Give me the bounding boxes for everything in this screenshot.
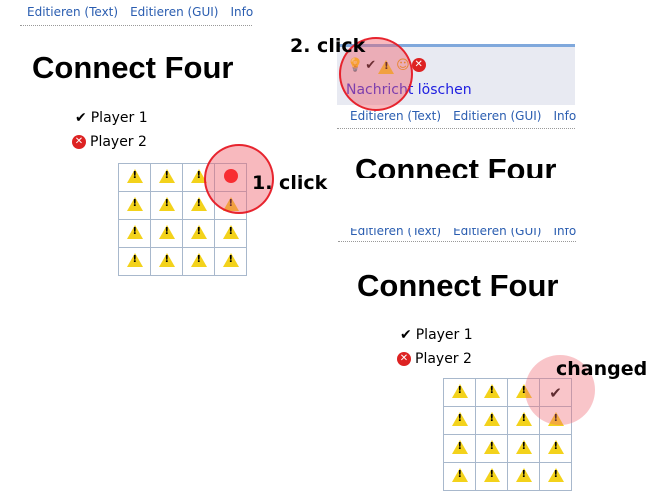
warning-icon <box>483 411 500 426</box>
board-cell[interactable] <box>182 219 215 248</box>
page-title: Connect Four <box>357 268 559 303</box>
title-partial: Connect Four <box>355 152 557 178</box>
warning-icon <box>451 383 468 398</box>
board-row <box>443 434 572 463</box>
page-title: Connect Four <box>32 50 234 85</box>
edit-gui-link[interactable]: Editieren (GUI) <box>130 5 219 19</box>
warning-icon <box>126 224 143 239</box>
check-icon: ✔ <box>549 383 562 402</box>
warning-icon <box>190 224 207 239</box>
board-cell[interactable] <box>214 247 247 276</box>
player-1: ✔Player 1 <box>400 327 473 343</box>
board-cell[interactable] <box>539 462 572 491</box>
warning-icon <box>483 467 500 482</box>
game-board-after: ✔ <box>443 378 572 491</box>
player-label: Player 2 <box>415 351 472 367</box>
board-cell[interactable] <box>443 406 476 435</box>
cross-icon[interactable]: ✕ <box>411 58 426 72</box>
board-cell[interactable] <box>150 247 183 276</box>
click-1-label: 1. click <box>252 172 328 194</box>
player-1: ✔Player 1 <box>75 110 148 126</box>
board-cell[interactable] <box>443 434 476 463</box>
page-links: Editieren (Text) Editieren (GUI) Info <box>27 5 265 19</box>
board-cell[interactable] <box>443 462 476 491</box>
player-label: Player 2 <box>90 134 147 150</box>
warning-icon <box>483 383 500 398</box>
player-label: Player 1 <box>90 110 148 126</box>
warning-icon <box>547 467 564 482</box>
board-cell[interactable] <box>475 434 508 463</box>
board-cell[interactable] <box>443 378 476 407</box>
warning-icon <box>515 383 532 398</box>
board-row <box>118 247 247 276</box>
board-cell[interactable] <box>118 219 151 248</box>
warning-icon <box>190 252 207 267</box>
board-cell[interactable] <box>507 378 540 407</box>
click-indicator <box>204 144 274 214</box>
warning-icon <box>158 168 175 183</box>
edit-gui-link[interactable]: Editieren (GUI) <box>453 109 542 123</box>
warning-icon <box>515 439 532 454</box>
warning-icon <box>222 252 239 267</box>
divider <box>338 241 576 242</box>
warning-icon <box>515 467 532 482</box>
board-cell[interactable] <box>150 163 183 192</box>
warning-icon <box>158 224 175 239</box>
click-2-label: 2. click <box>290 35 366 57</box>
divider <box>20 25 252 26</box>
warning-icon <box>190 168 207 183</box>
cross-icon: ✕ <box>397 352 411 366</box>
board-cell[interactable] <box>118 247 151 276</box>
warning-icon <box>190 196 207 211</box>
edit-text-link[interactable]: Editieren (Text) <box>350 228 442 238</box>
board-cell[interactable] <box>475 378 508 407</box>
warning-icon <box>547 439 564 454</box>
warning-icon <box>515 411 532 426</box>
warning-icon <box>451 467 468 482</box>
board-cell[interactable] <box>475 406 508 435</box>
board-cell[interactable] <box>507 462 540 491</box>
board-cell[interactable] <box>539 434 572 463</box>
page-title: Connect Four <box>355 152 557 178</box>
check-icon: ✔ <box>400 327 412 343</box>
warning-icon <box>547 411 564 426</box>
board-cell[interactable] <box>182 247 215 276</box>
board-row <box>118 219 247 248</box>
board-cell[interactable] <box>118 163 151 192</box>
info-link[interactable]: Info <box>553 109 577 123</box>
warning-icon <box>483 439 500 454</box>
player-2: ✕ Player 2 <box>72 134 147 150</box>
board-cell[interactable] <box>150 191 183 220</box>
edit-gui-link[interactable]: Editieren (GUI) <box>453 228 542 238</box>
warning-icon <box>451 411 468 426</box>
info-link[interactable]: Info <box>230 5 254 19</box>
warning-icon <box>222 224 239 239</box>
board-row <box>443 462 572 491</box>
board-cell[interactable]: ✔ <box>539 378 572 407</box>
change-indicator <box>525 355 595 425</box>
check-icon: ✔ <box>75 110 87 126</box>
warning-icon <box>158 196 175 211</box>
board-cell[interactable] <box>150 219 183 248</box>
warning-icon <box>126 196 143 211</box>
edit-text-link[interactable]: Editieren (Text) <box>27 5 119 19</box>
info-link[interactable]: Info <box>553 228 577 238</box>
click-indicator <box>339 37 413 111</box>
page-links: Editieren (Text) Editieren (GUI) Info <box>350 109 588 123</box>
board-cell[interactable] <box>118 191 151 220</box>
board-cell[interactable] <box>475 462 508 491</box>
warning-icon <box>451 439 468 454</box>
page-links-partial: Editieren (Text) Editieren (GUI) Info <box>350 228 588 240</box>
changed-label: changed <box>556 358 648 380</box>
warning-icon <box>158 252 175 267</box>
warning-icon <box>126 252 143 267</box>
edit-text-link[interactable]: Editieren (Text) <box>350 109 442 123</box>
player-2: ✕ Player 2 <box>397 351 472 367</box>
board-cell[interactable] <box>507 434 540 463</box>
player-label: Player 1 <box>415 327 473 343</box>
board-cell[interactable] <box>214 219 247 248</box>
warning-icon <box>126 168 143 183</box>
cross-icon: ✕ <box>72 135 86 149</box>
